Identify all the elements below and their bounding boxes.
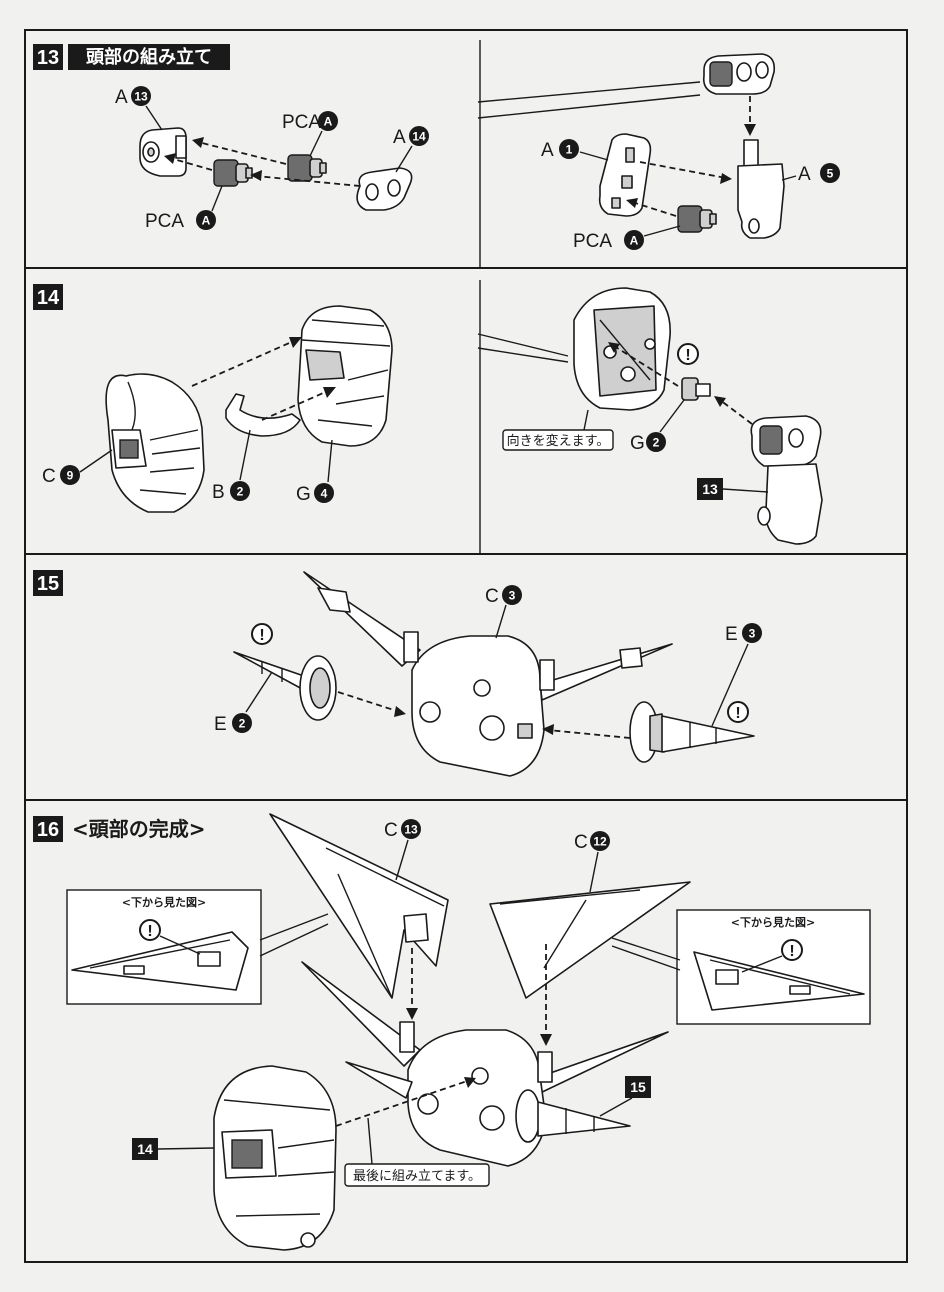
part-c13-wing	[269, 813, 449, 999]
caution-15-right: !	[727, 701, 749, 723]
note-turn: 向きを変えます。	[507, 433, 610, 449]
part-pca-right	[677, 205, 717, 233]
wing-bottom-view-right	[693, 951, 865, 1011]
step-13-number: 13	[37, 47, 59, 69]
part-c3-core	[303, 571, 673, 777]
svg-text:!: !	[259, 627, 264, 644]
part-a13-detail	[702, 53, 776, 95]
label-pca-right: PCA	[573, 231, 612, 252]
step-15-number: 15	[37, 573, 59, 595]
label-c13-number: 13	[404, 823, 418, 837]
part-g4-head	[297, 305, 393, 447]
ref-13-box	[697, 478, 723, 500]
label-pca-upper-id: A	[324, 115, 333, 129]
step-16-frame	[24, 799, 908, 1263]
caution-16-right: !	[781, 939, 803, 961]
label-pca-lower-id: A	[202, 214, 211, 228]
part-pca-upper	[287, 154, 327, 182]
part-b2	[225, 393, 301, 437]
part-14-head	[213, 1065, 337, 1251]
label-g4-number: 4	[321, 487, 328, 501]
part-e2-spike	[233, 651, 337, 721]
label-e3-letter: E	[725, 624, 738, 645]
note-last-box	[344, 1163, 490, 1187]
ref-15-box	[625, 1076, 651, 1098]
note-turn-box	[502, 429, 614, 451]
label-c3-letter: C	[485, 586, 499, 607]
part-pca-lower	[213, 159, 253, 187]
step-14-number-box	[33, 284, 63, 310]
svg-text:!: !	[735, 705, 740, 722]
step-16-number: 16	[37, 819, 59, 841]
label-a14-number: 14	[412, 130, 426, 144]
label-c12-number: 12	[593, 835, 607, 849]
step-16-number-box	[33, 816, 63, 842]
step-16-panel: 16 <頭部の完成> <下から見た図> ! <下から見た図> !	[24, 799, 908, 1263]
step-14-panel: 14 C 9 B 2 G	[24, 267, 908, 555]
step-13-panel: 13 頭部の組み立て A 13 PCA A	[24, 29, 908, 269]
label-e2-letter: E	[214, 714, 227, 735]
part-c9-face	[105, 373, 205, 513]
label-a5-letter: A	[798, 164, 811, 185]
bottom-view-left-title: <下から見た図>	[122, 895, 206, 909]
part-a1	[598, 133, 652, 217]
label-c12-letter: C	[574, 832, 588, 853]
svg-text:!: !	[685, 347, 690, 364]
step-13-title-box	[68, 44, 230, 70]
step-14-number: 14	[37, 287, 60, 309]
part-15-assembly	[301, 961, 669, 1167]
part-c12-wing	[489, 881, 691, 999]
caution-14: !	[677, 343, 699, 365]
ref-13: 13	[702, 481, 718, 497]
part-e3-spike	[629, 701, 755, 763]
step-15-panel: 15 C 3 ! E 2	[24, 553, 908, 801]
step-16-title: <頭部の完成>	[72, 817, 206, 841]
label-a13-number: 13	[134, 90, 148, 104]
label-b2-letter: B	[212, 482, 225, 503]
caution-16-left: !	[139, 919, 161, 941]
step-15-number-box	[33, 570, 63, 596]
caution-15-left: !	[251, 623, 273, 645]
label-a1-number: 1	[566, 143, 573, 157]
label-g4-letter: G	[296, 484, 311, 505]
part-a5	[737, 139, 785, 239]
ref-15: 15	[630, 1079, 646, 1095]
label-b2-number: 2	[237, 485, 244, 499]
part-head-inner	[573, 287, 671, 411]
label-g2-number: 2	[653, 436, 660, 450]
label-a5-number: 5	[827, 167, 834, 181]
label-e2-number: 2	[239, 717, 246, 731]
label-a13-letter: A	[115, 87, 128, 108]
label-c13-letter: C	[384, 820, 398, 841]
label-c3-number: 3	[509, 589, 516, 603]
label-a1-letter: A	[541, 140, 554, 161]
label-e3-number: 3	[749, 627, 756, 641]
svg-text:!: !	[147, 923, 152, 940]
label-pca-upper: PCA	[282, 112, 321, 133]
label-g2-letter: G	[630, 433, 645, 454]
bottom-view-right-title: <下から見た図>	[731, 915, 815, 929]
ref-14-box	[132, 1138, 158, 1160]
label-a14-letter: A	[393, 127, 406, 148]
part-a13	[139, 127, 187, 177]
label-pca-right-id: A	[630, 234, 639, 248]
part-g2	[681, 377, 711, 401]
note-last: 最後に組み立てます。	[353, 1169, 481, 1184]
part-13-subassembly	[750, 415, 823, 545]
part-a14	[356, 167, 413, 211]
step-13-title: 頭部の組み立て	[86, 46, 212, 68]
step-13-number-box	[33, 44, 63, 70]
label-c9-number: 9	[67, 469, 74, 483]
svg-text:!: !	[789, 943, 794, 960]
label-pca-lower: PCA	[145, 211, 184, 232]
ref-14: 14	[137, 1141, 153, 1157]
label-c9-letter: C	[42, 466, 56, 487]
